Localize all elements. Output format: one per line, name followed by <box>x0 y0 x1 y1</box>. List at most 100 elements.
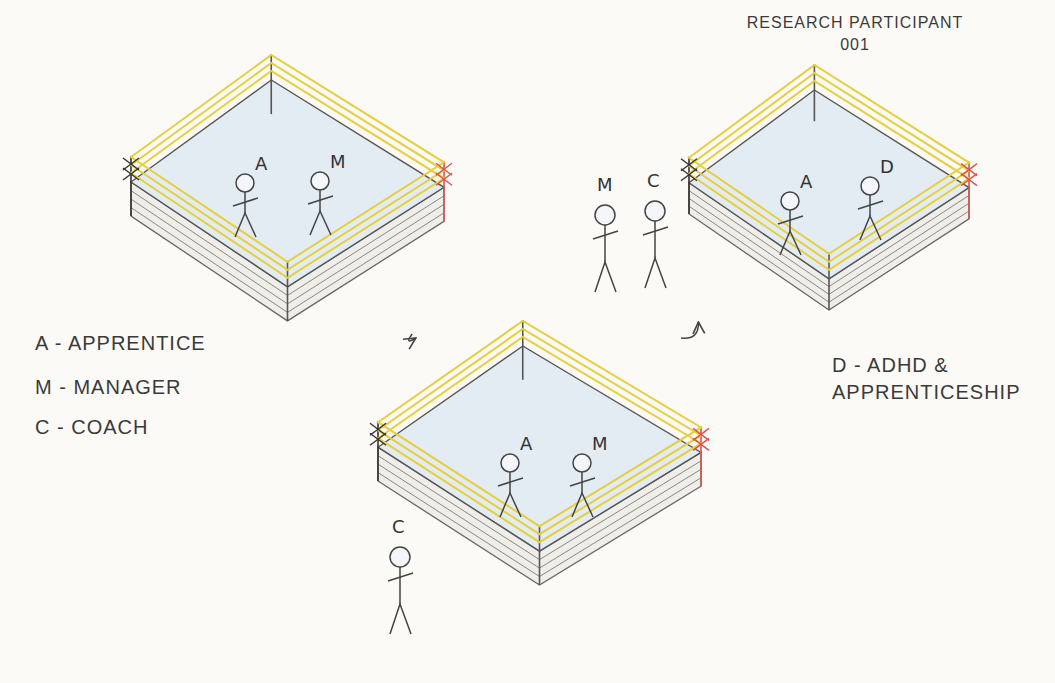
person-letter: A <box>800 173 812 191</box>
ring-rope <box>131 71 444 278</box>
ring-rope <box>689 73 969 262</box>
ring-node: AM <box>372 338 707 598</box>
key-note: D - ADHD & APPRENTICESHIP <box>832 352 1047 406</box>
post-cross <box>693 438 709 450</box>
figure-stroke <box>595 262 616 292</box>
post-cross <box>681 159 697 171</box>
post-cross <box>436 163 452 175</box>
ring-rope <box>378 321 701 526</box>
person-letter: A <box>255 155 267 173</box>
post-cross <box>370 423 386 435</box>
figure-stroke <box>390 547 410 567</box>
person-node: A <box>774 173 814 259</box>
figure-stroke <box>778 216 803 224</box>
person-letter: M <box>597 176 613 194</box>
figure-stroke <box>311 172 329 190</box>
figure-stroke <box>643 227 668 235</box>
stick-figure <box>384 546 418 636</box>
person-node: M <box>589 186 629 296</box>
stick-figure <box>304 171 338 237</box>
figure-stroke <box>781 192 799 210</box>
figure-stroke <box>390 604 411 634</box>
participant-note: RESEARCH PARTICIPANT 001 <box>740 12 970 55</box>
post-cross <box>370 433 386 445</box>
figure-stroke <box>573 454 591 472</box>
figure-stroke <box>572 493 593 517</box>
figure-stroke <box>310 211 331 235</box>
stick-figure <box>566 453 600 519</box>
figure-stroke <box>860 216 881 240</box>
post-cross <box>961 174 977 186</box>
person-letter: D <box>880 158 894 176</box>
post-cross <box>681 169 697 181</box>
stick-figure <box>774 191 808 257</box>
figure-stroke <box>236 174 254 192</box>
key-note: M - MANAGER <box>35 374 295 401</box>
person-node: A <box>229 155 269 241</box>
ring-rope <box>378 329 701 534</box>
ring-rope <box>689 65 969 254</box>
person-node: M <box>566 435 606 521</box>
figure-stroke <box>654 221 656 258</box>
post-cross <box>681 169 697 181</box>
person-letter: A <box>520 435 532 453</box>
person-letter: M <box>592 435 608 453</box>
figure-stroke <box>570 478 595 486</box>
flow-arrow <box>681 322 698 338</box>
post-cross <box>123 168 139 180</box>
figure-stroke <box>604 225 606 262</box>
ring-mat <box>131 80 444 287</box>
person-letter: C <box>392 518 405 536</box>
figure-stroke <box>858 201 883 209</box>
ring-rope <box>131 63 444 270</box>
post-cross <box>123 158 139 170</box>
figure-stroke <box>500 493 521 517</box>
stick-figure <box>494 453 528 519</box>
post-cross <box>961 164 977 176</box>
person-node: C <box>384 528 424 638</box>
post-cross <box>436 163 452 175</box>
ring-rope <box>689 81 969 270</box>
figure-stroke <box>645 201 665 221</box>
figure-stroke <box>595 205 615 225</box>
boxing-ring <box>372 338 707 598</box>
person-letter: C <box>647 172 660 190</box>
ring-rope <box>131 55 444 262</box>
figure-stroke <box>780 231 801 255</box>
post-cross <box>370 433 386 445</box>
figure-stroke <box>308 196 333 204</box>
post-cross <box>961 174 977 186</box>
ring-node: AM <box>125 72 450 334</box>
post-cross <box>370 423 386 435</box>
figure-stroke <box>498 478 523 486</box>
person-node: M <box>304 153 344 239</box>
figure-stroke <box>593 231 618 239</box>
boxing-ring <box>125 72 450 334</box>
person-node: D <box>854 158 894 244</box>
person-node: A <box>494 435 534 521</box>
ring-mat <box>378 346 701 551</box>
post-cross <box>436 173 452 185</box>
stick-figure <box>229 173 263 239</box>
figure-stroke <box>233 198 258 206</box>
stick-figure <box>639 200 673 290</box>
figure-stroke <box>861 177 879 195</box>
figure-stroke <box>235 213 256 237</box>
figure-stroke <box>399 567 401 604</box>
post-cross <box>436 173 452 185</box>
post-cross <box>681 159 697 171</box>
flow-arrow <box>409 334 416 341</box>
key-note: A - APPRENTICE <box>35 330 295 357</box>
post-cross <box>693 438 709 450</box>
person-node: C <box>639 182 679 292</box>
key-note: C - COACH <box>35 414 295 441</box>
figure-stroke <box>645 258 666 288</box>
boxing-ring <box>683 82 975 322</box>
post-cross <box>693 428 709 440</box>
ring-rope <box>378 337 701 542</box>
figure-stroke <box>501 454 519 472</box>
post-cross <box>961 164 977 176</box>
person-letter: M <box>330 153 346 171</box>
ring-mat <box>689 90 969 279</box>
stick-figure <box>854 176 888 242</box>
